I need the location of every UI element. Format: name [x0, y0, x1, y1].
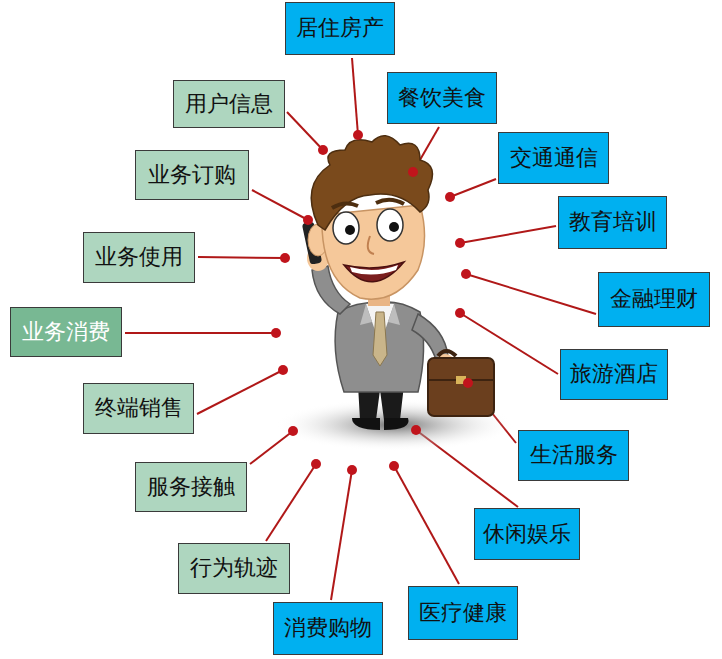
- illustration-part: [345, 225, 355, 235]
- label-box: 金融理财: [598, 272, 710, 327]
- illustration-part: [368, 236, 374, 254]
- illustration-part: [389, 222, 399, 232]
- label-text: 医疗健康: [419, 600, 507, 626]
- illustration-part: [197, 370, 283, 414]
- illustration-part: [360, 304, 400, 325]
- label-box: 休闲娱乐: [474, 508, 580, 560]
- label-box: 教育培训: [558, 196, 667, 249]
- label-text: 业务使用: [95, 244, 183, 270]
- illustration-part: [271, 328, 281, 338]
- label-box: 服务接触: [135, 462, 247, 512]
- illustration-part: [411, 425, 421, 435]
- illustration-part: [198, 257, 285, 258]
- illustration-part: [280, 253, 290, 263]
- illustration-part: [278, 365, 288, 375]
- leader-dots: [271, 130, 473, 475]
- label-text: 金融理财: [610, 286, 698, 312]
- illustration-part: [376, 200, 404, 204]
- illustration-part: [428, 358, 494, 416]
- illustration-part: [347, 465, 357, 475]
- illustration-part: [353, 130, 363, 140]
- illustration-part: [344, 262, 404, 282]
- illustration-part: [450, 179, 496, 197]
- label-box: 业务消费: [10, 307, 122, 357]
- illustration-part: [266, 464, 316, 541]
- illustration-part: [311, 136, 432, 230]
- illustration-part: [352, 58, 358, 135]
- illustration-part: [373, 312, 387, 366]
- illustration-part: [463, 378, 473, 388]
- label-box: 居住房产: [285, 2, 395, 55]
- illustration-part: [333, 212, 359, 244]
- label-box: 行为轨迹: [178, 543, 290, 594]
- label-text: 业务消费: [22, 319, 110, 345]
- illustration-part: [318, 145, 328, 155]
- label-box: 终端销售: [83, 383, 194, 434]
- illustration-part: [311, 459, 321, 469]
- illustration-part: [408, 167, 418, 177]
- label-box: 医疗健康: [408, 586, 518, 640]
- label-text: 业务订购: [148, 162, 236, 188]
- illustration-part: [455, 238, 465, 248]
- label-box: 业务使用: [83, 232, 195, 283]
- illustration-part: [303, 215, 313, 225]
- illustration-part: [445, 192, 455, 202]
- illustration-part: [394, 466, 459, 584]
- label-text: 行为轨迹: [190, 555, 278, 581]
- illustration-part: [352, 418, 380, 430]
- label-box: 生活服务: [518, 430, 629, 481]
- illustration-part: [455, 308, 465, 318]
- illustration-part: [332, 203, 358, 208]
- illustration-part: [460, 226, 556, 243]
- cartoon-man: [302, 136, 494, 430]
- label-text: 旅游酒店: [570, 361, 658, 387]
- label-text: 生活服务: [530, 442, 618, 468]
- illustration-part: [287, 112, 323, 150]
- illustration-part: [125, 332, 276, 334]
- illustration-part: [466, 274, 596, 314]
- illustration-part: [461, 269, 471, 279]
- label-box: 业务订购: [135, 150, 249, 200]
- label-text: 终端销售: [95, 395, 183, 421]
- label-text: 教育培训: [569, 209, 657, 235]
- illustration-part: [288, 426, 298, 436]
- label-box: 交通通信: [498, 132, 609, 184]
- label-box: 消费购物: [273, 602, 383, 655]
- illustration-part: [438, 351, 456, 356]
- label-box: 用户信息: [173, 80, 285, 128]
- label-box: 餐饮美食: [387, 72, 497, 124]
- label-text: 居住房产: [296, 15, 384, 41]
- illustration-part: [252, 190, 308, 220]
- label-box: 旅游酒店: [560, 349, 668, 400]
- label-text: 用户信息: [185, 91, 273, 117]
- illustration-part: [322, 205, 425, 299]
- illustration-part: [384, 418, 409, 430]
- illustration-part: [350, 265, 398, 275]
- label-text: 消费购物: [284, 615, 372, 641]
- illustration-part: [331, 470, 352, 600]
- label-text: 服务接触: [147, 474, 235, 500]
- illustration-part: [335, 302, 423, 392]
- illustration-part: [377, 209, 403, 241]
- illustration-part: [389, 461, 399, 471]
- label-text: 休闲娱乐: [483, 521, 571, 547]
- label-text: 餐饮美食: [398, 85, 486, 111]
- label-text: 交通通信: [510, 145, 598, 171]
